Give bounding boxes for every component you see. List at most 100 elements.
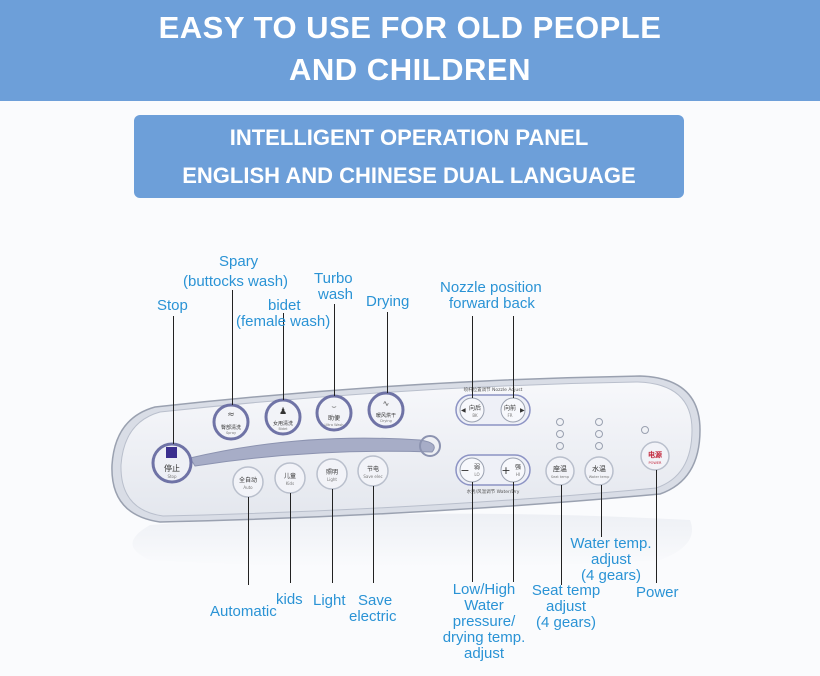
nozzle-caption: 喷杆位置调节 Nozzle Adjust — [464, 386, 523, 393]
panel-swoosh-ring — [419, 435, 441, 457]
leader-nozzle-back — [472, 316, 473, 398]
label-light: Light — [313, 592, 346, 609]
drying-button[interactable]: ∿ 暖风烘干 Drying — [367, 391, 405, 429]
label-spray-1: Spary — [219, 253, 259, 270]
water-temp-cn: 水温 — [592, 464, 606, 473]
label-seat-3: (4 gears) — [535, 614, 597, 631]
light-button-cn: 照明 — [326, 469, 338, 476]
subtitle-line-1: INTELLIGENT OPERATION PANEL — [229, 125, 589, 150]
label-kids: kids — [276, 591, 303, 608]
leader-water-temp — [601, 485, 602, 537]
subtitle-box: INTELLIGENT OPERATION PANEL ENGLISH AND … — [134, 115, 684, 198]
nozzle-forward-arrow-icon: ▶ — [520, 407, 525, 414]
drying-button-cn: 暖风烘干 — [376, 412, 396, 419]
spray-button-en: Spray — [226, 431, 236, 435]
leader-kids — [290, 493, 291, 583]
nozzle-back-cn: 向后 — [469, 404, 481, 412]
pressure-weak-en: LO — [474, 472, 479, 477]
turbo-icon: ⌣ — [331, 402, 336, 411]
nozzle-back-button[interactable]: ◀ 向后 BK — [459, 397, 485, 423]
panel-reflection — [132, 513, 692, 568]
nozzle-forward-en: FR — [507, 413, 512, 418]
light-button-en: Light — [327, 477, 337, 482]
label-save-1: Save — [358, 592, 393, 609]
save-button-cn: 节电 — [367, 465, 379, 473]
leader-nozzle-forward — [513, 316, 514, 398]
auto-button-en: Auto — [243, 485, 253, 490]
pressure-minus-button[interactable]: − 弱 LO — [459, 457, 485, 483]
leader-stop — [173, 316, 174, 444]
auto-button-cn: 全自动 — [239, 476, 257, 484]
leader-seat-temp — [561, 485, 562, 585]
power-button[interactable]: 电源 POWER — [640, 441, 670, 471]
water-temp-en: Water temp — [589, 475, 610, 479]
spray-button[interactable]: ≈ 臀部清洗 Spray — [212, 403, 250, 441]
power-led — [641, 426, 649, 434]
seat-temp-en: Seat temp — [551, 475, 570, 479]
label-save-2: electric — [349, 608, 397, 625]
leader-power — [656, 470, 657, 583]
label-lowhigh-5: adjust — [463, 645, 505, 662]
label-lowhigh-4: drying temp. — [442, 629, 526, 646]
water-temp-button[interactable]: 水温 Water temp — [584, 456, 614, 486]
label-spray-2: (buttocks wash) — [183, 273, 289, 290]
bidet-button[interactable]: ♟ 女用清洗 Bidet — [264, 398, 302, 436]
label-drying: Drying — [366, 293, 410, 310]
label-seat-1: Seat temp — [531, 582, 601, 599]
nozzle-back-arrow-icon: ◀ — [461, 407, 466, 414]
spray-button-cn: 臀部清洗 — [221, 424, 241, 431]
pressure-strong-en: HI — [516, 472, 520, 477]
bidet-person-icon: ♟ — [279, 407, 287, 417]
drying-button-en: Drying — [380, 419, 392, 423]
subtitle-line-2: ENGLISH AND CHINESE DUAL LANGUAGE — [182, 163, 636, 188]
drying-icon: ∿ — [383, 399, 390, 408]
label-lowhigh-1: Low/High — [452, 581, 516, 598]
minus-icon: − — [460, 464, 469, 477]
label-nozzle-1: Nozzle position — [440, 279, 542, 296]
turbo-button-cn: 助便 — [328, 414, 340, 422]
plus-icon: + — [501, 464, 510, 477]
leader-light — [332, 489, 333, 583]
label-bidet-1: bidet — [268, 297, 301, 314]
bidet-button-cn: 女用清洗 — [273, 420, 293, 427]
kids-button-cn: 儿童 — [284, 472, 296, 480]
kids-button[interactable]: 儿童 Kids — [274, 462, 306, 494]
save-electric-button[interactable]: 节电 Save elec — [357, 455, 389, 487]
leader-bidet — [283, 313, 284, 400]
label-water-2: adjust — [590, 551, 632, 568]
label-turbo-1: Turbo — [314, 270, 353, 287]
panel-swoosh — [189, 437, 435, 467]
pressure-strong-cn: 强 — [515, 464, 521, 471]
label-water-3: (4 gears) — [580, 567, 642, 584]
leader-save — [373, 486, 374, 583]
label-nozzle-2: forward back — [449, 295, 535, 312]
seat-temp-button[interactable]: 座温 Seat temp — [545, 456, 575, 486]
label-seat-2: adjust — [545, 598, 587, 615]
label-bidet-2: (female wash) — [236, 313, 331, 330]
label-lowhigh-2: Water — [464, 597, 504, 614]
nozzle-forward-cn: 向前 — [504, 404, 516, 412]
leader-automatic — [248, 497, 249, 585]
label-automatic: Automatic — [210, 603, 277, 620]
turbo-wash-button[interactable]: ⌣ 助便 Ultra Wash — [315, 394, 353, 432]
top-banner: EASY TO USE FOR OLD PEOPLE AND CHILDREN — [0, 0, 820, 101]
power-en: POWER — [649, 461, 663, 465]
stop-button[interactable]: 停止 Stop — [151, 442, 193, 484]
leader-drying — [387, 312, 388, 393]
label-stop: Stop — [157, 297, 188, 314]
label-lowhigh-3: pressure/ — [452, 613, 516, 630]
pressure-plus-button[interactable]: + 强 HI — [500, 457, 526, 483]
nozzle-back-en: BK — [472, 413, 478, 418]
pressure-caption: 水势/风温调节 Water/Dry — [467, 488, 520, 495]
leader-spray — [232, 290, 233, 405]
stop-button-cn: 停止 — [164, 463, 180, 473]
automatic-button[interactable]: 全自动 Auto — [232, 466, 264, 498]
light-button[interactable]: 照明 Light — [316, 458, 348, 490]
kids-button-en: Kids — [286, 481, 294, 486]
bidet-button-en: Bidet — [278, 427, 288, 431]
power-cn: 电源 — [648, 450, 662, 459]
turbo-button-en: Ultra Wash — [324, 423, 343, 427]
pressure-weak-cn: 弱 — [474, 464, 480, 471]
nozzle-forward-button[interactable]: 向前 FR ▶ — [500, 397, 526, 423]
